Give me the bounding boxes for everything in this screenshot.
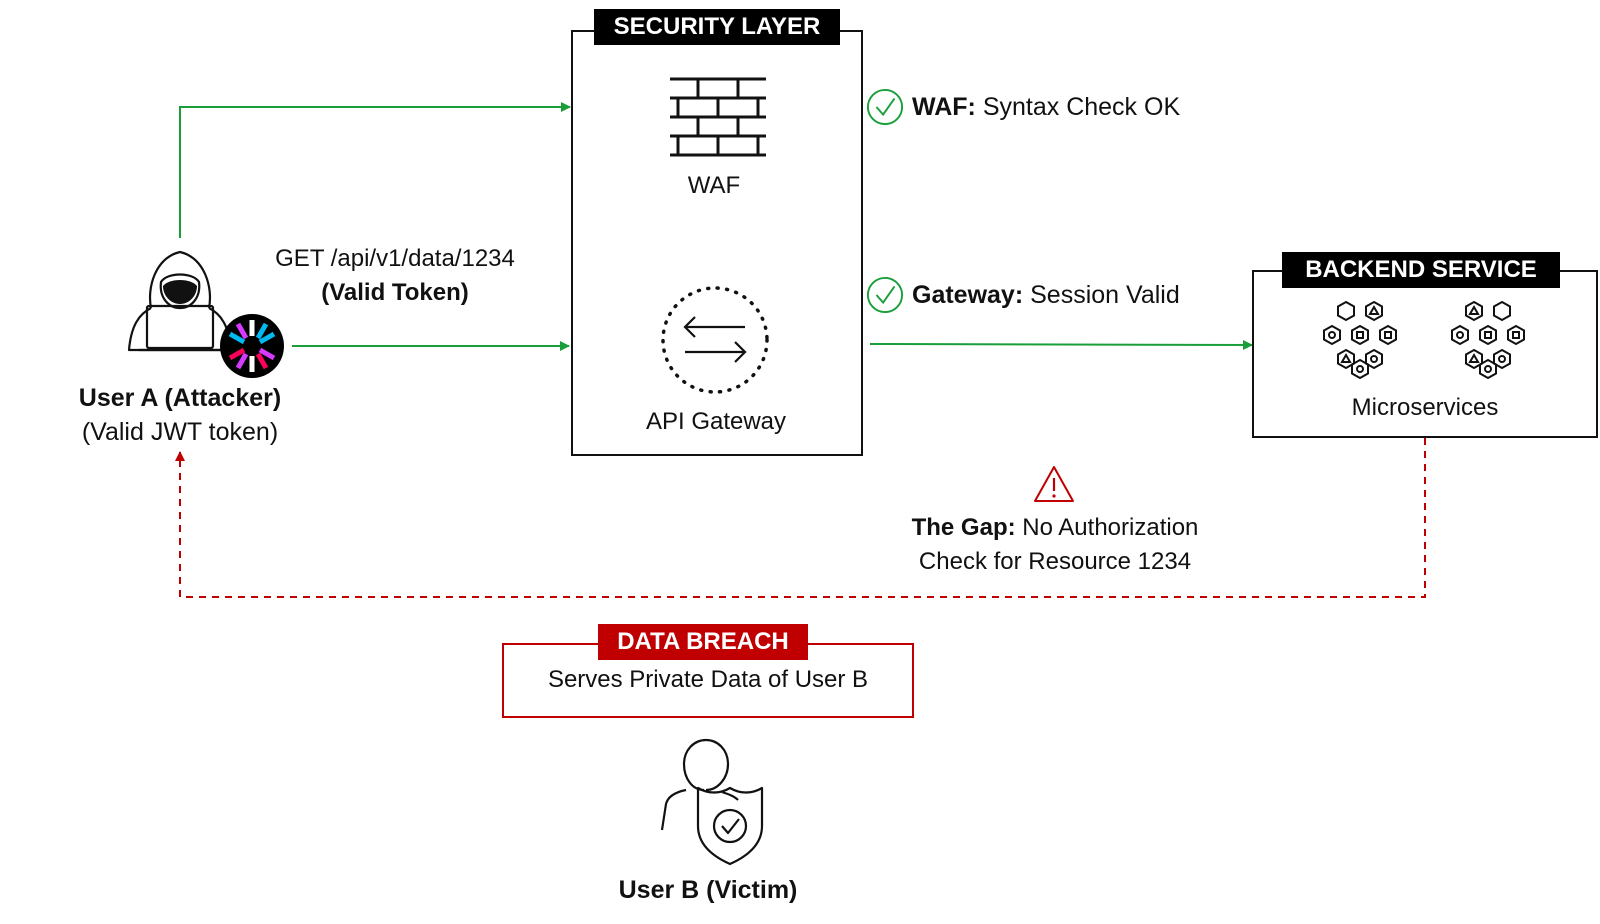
user-a-name: User A (Attacker) (78, 384, 282, 412)
arrow-data-return (175, 438, 1426, 598)
arrow-attacker-to-waf (179, 102, 571, 238)
user-shield-icon (660, 738, 764, 866)
api-gateway-icon (661, 286, 769, 394)
gateway-check-text: Session Valid (1023, 280, 1180, 309)
arrow-gateway-to-backend (869, 339, 1253, 350)
gap-text: No Authorization (1015, 514, 1199, 541)
firewall-icon (670, 77, 766, 157)
warning-icon (1034, 466, 1074, 502)
gap-line-1: The Gap: No Authorization (880, 514, 1230, 542)
user-b-name: User B (Victim) (618, 876, 798, 904)
gap-line-2: Check for Resource 1234 (918, 548, 1192, 575)
check-circle-icon (866, 276, 904, 314)
jwt-logo-icon (220, 314, 284, 378)
waf-check-status: WAF: Syntax Check OK (866, 88, 1180, 126)
api-gateway-label: API Gateway (645, 408, 787, 435)
security-layer-title: SECURITY LAYER (594, 9, 840, 45)
hacker-icon (127, 250, 233, 352)
microservices-icon (1323, 300, 1397, 380)
user-a-token: (Valid JWT token) (81, 418, 279, 446)
backend-service-title: BACKEND SERVICE (1282, 252, 1560, 288)
gateway-check-label: Gateway: (912, 280, 1024, 309)
check-circle-icon (866, 88, 904, 126)
gateway-check-status: Gateway: Session Valid (866, 276, 1180, 314)
microservices-label: Microservices (1351, 394, 1499, 421)
request-token: (Valid Token) (321, 279, 469, 306)
data-breach-title: DATA BREACH (598, 624, 808, 660)
request-line: GET /api/v1/data/1234 (275, 245, 515, 272)
gap-label: The Gap: (911, 514, 1016, 541)
waf-label: WAF (687, 172, 741, 199)
microservices-icon (1451, 300, 1525, 380)
waf-check-text: Syntax Check OK (975, 92, 1181, 121)
waf-check-label: WAF: (912, 92, 976, 121)
backend-service-box (1252, 270, 1598, 438)
data-breach-text: Serves Private Data of User B (547, 666, 869, 693)
